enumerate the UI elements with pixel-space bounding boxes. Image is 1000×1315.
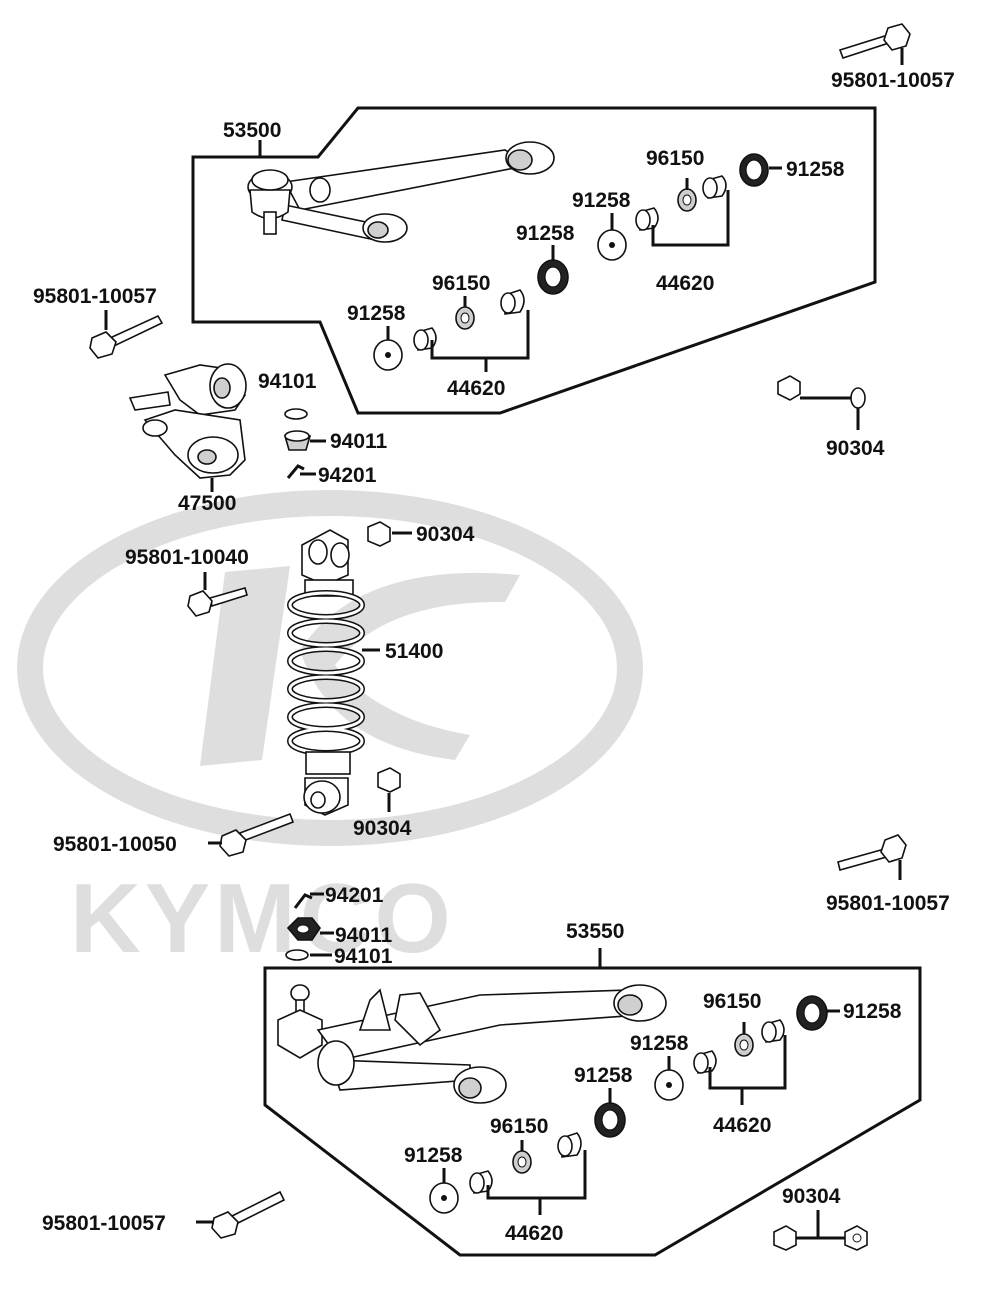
label-lower-collar-left: 44620 — [505, 1222, 563, 1245]
label-upper-collar-left: 44620 — [447, 377, 505, 400]
lower-arm-part — [277, 984, 667, 1104]
knuckle-part — [128, 363, 247, 479]
label-upper-arm: 53500 — [223, 119, 281, 142]
label-upper-seal-mid: 91258 — [516, 222, 575, 245]
label-lower-seal-right: 91258 — [843, 1000, 902, 1023]
lower-group-outline — [263, 966, 922, 1257]
label-lower-arm: 53550 — [566, 920, 624, 943]
bolt-top-right-part — [838, 23, 911, 59]
label-nut-lower-right: 90304 — [782, 1185, 841, 1208]
label-lower-pin: 94201 — [325, 884, 384, 907]
label-lower-seal-mid: 91258 — [574, 1064, 633, 1087]
label-upper-seal-right: 91258 — [786, 158, 845, 181]
label-knuckle: 47500 — [178, 492, 236, 515]
label-bolt-right-lower: 95801-10057 — [826, 892, 950, 915]
label-lower-bearing-right: 96150 — [703, 990, 761, 1013]
label-knuckle-pin: 94201 — [318, 464, 377, 487]
upper-arm-part — [247, 141, 555, 243]
shock-absorber-part — [287, 529, 365, 816]
label-nut-right-upper: 90304 — [826, 437, 885, 460]
bolt-left-upper-part — [89, 314, 164, 359]
shock-nut-bottom-part — [377, 767, 401, 793]
label-knuckle-nut: 94011 — [330, 430, 388, 453]
shock-bolt-bottom-part — [219, 812, 295, 857]
label-upper-bearing-left: 96150 — [432, 272, 490, 295]
nut-lower-right-part — [773, 1225, 868, 1251]
lower-pin-part — [293, 893, 313, 909]
knuckle-pin-part — [286, 464, 305, 479]
label-upper-washer-left: 91258 — [347, 302, 406, 325]
label-lower-washer-left: 91258 — [404, 1144, 463, 1167]
label-knuckle-washer: 94101 — [258, 370, 317, 393]
nut-right-upper-part — [777, 375, 866, 409]
label-shock-bolt-top: 95801-10040 — [125, 546, 249, 569]
label-lower-collar-right: 44620 — [713, 1114, 771, 1137]
label-bolt-left-upper: 95801-10057 — [33, 285, 157, 308]
label-lower-nut: 94011 — [335, 924, 393, 947]
label-bolt-bottom-left: 95801-10057 — [42, 1212, 166, 1235]
bolt-right-lower-part — [837, 834, 907, 871]
label-upper-washer-mid: 91258 — [572, 189, 631, 212]
kymco-watermark: KYMCO — [17, 490, 643, 973]
lower-washer-part — [285, 949, 309, 961]
label-lower-washer: 94101 — [334, 945, 393, 968]
shock-bolt-top-part — [187, 587, 248, 617]
upper-group-outline — [191, 106, 877, 415]
label-shock: 51400 — [385, 640, 443, 663]
label-bolt-top-right: 95801-10057 — [831, 69, 955, 92]
label-upper-bearing-right: 96150 — [646, 147, 704, 170]
knuckle-washer-part — [284, 408, 308, 420]
shock-nut-top-part — [367, 521, 391, 547]
knuckle-nut-part — [283, 430, 312, 451]
kymco-watermark-text: KYMCO — [70, 863, 455, 973]
bolt-bottom-left-part — [211, 1190, 286, 1239]
label-lower-washer-mid: 91258 — [630, 1032, 689, 1055]
lower-nut-part — [286, 917, 321, 941]
label-upper-collar-right: 44620 — [656, 272, 714, 295]
label-shock-bolt-bottom: 95801-10050 — [53, 833, 177, 856]
label-lower-bearing-left: 96150 — [490, 1115, 548, 1138]
label-shock-nut-top: 90304 — [416, 523, 475, 546]
label-shock-nut-bottom: 90304 — [353, 817, 412, 840]
